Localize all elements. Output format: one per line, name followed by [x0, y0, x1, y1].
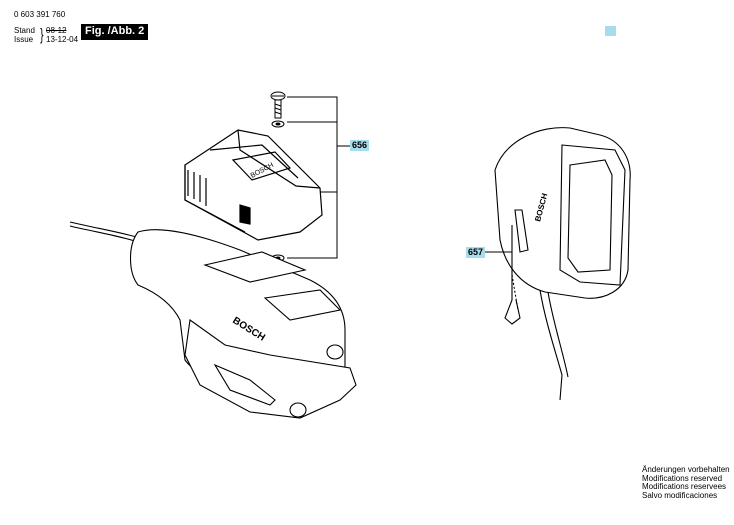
issue-date: 13-12-04 [46, 35, 79, 44]
callout-657[interactable]: 657 [466, 247, 486, 258]
stand-date: 08-12 [46, 26, 67, 35]
sander-side-view [494, 127, 631, 401]
issue-label: Issue [14, 35, 34, 44]
belt-sander-body [69, 221, 357, 419]
brace-glyph: } [40, 25, 44, 44]
screw-part [270, 91, 286, 119]
stand-label: Stand [14, 26, 35, 35]
footer-line: Modifications reservees [642, 482, 727, 491]
callout-656[interactable]: 656 [350, 140, 370, 151]
footer-notice: Änderungen vorbehalten Modifications res… [642, 465, 730, 500]
dust-box-part [184, 129, 323, 241]
callout-656-leader [287, 96, 350, 259]
washer-top [271, 120, 285, 128]
marker-box [605, 26, 616, 36]
part-number: 0 603 391 760 [14, 10, 66, 19]
footer-line: Modifications reserved [642, 473, 723, 483]
footer-line: Änderungen vorbehalten [642, 465, 730, 474]
figure-label: Fig. /Abb. 2 [81, 24, 149, 40]
footer-line: Salvo modificaciones [642, 490, 718, 500]
